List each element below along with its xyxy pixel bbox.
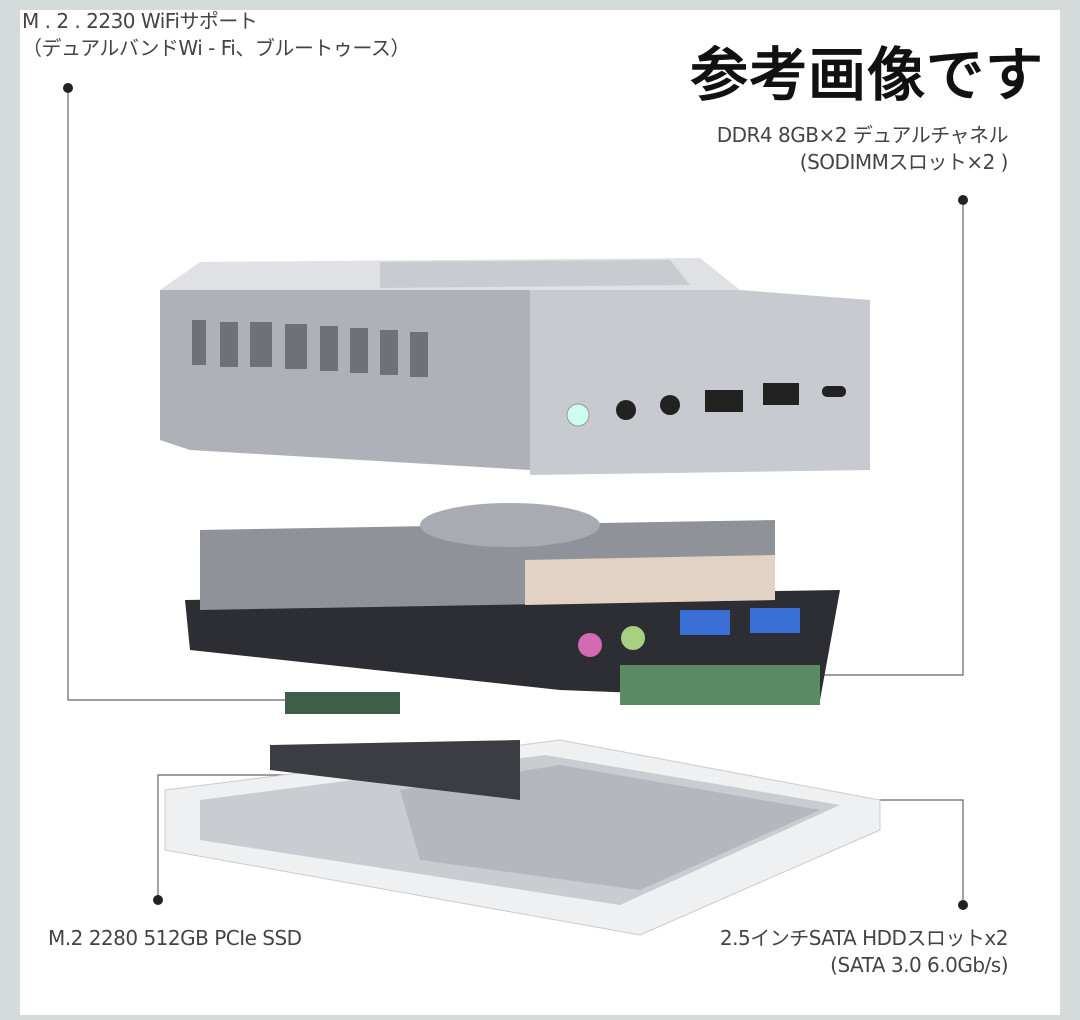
- mic-jack: [616, 400, 636, 420]
- ram-callout-label: DDR4 8GB×2 デュアルチャネル (SODIMMスロット×2 ): [716, 122, 1009, 176]
- hdd-label-line1: 2.5インチSATA HDDスロットx2: [719, 926, 1009, 950]
- wifi-callout-label: M . 2 . 2230 WiFiサポート （デュアルバンドWi - Fi、ブル…: [22, 8, 410, 62]
- hdd-callout-label: 2.5インチSATA HDDスロットx2 (SATA 3.0 6.0Gb/s): [719, 925, 1009, 979]
- usb-c-port: [822, 386, 846, 397]
- ssd-callout-line: [157, 774, 300, 900]
- hdd-label-line2: (SATA 3.0 6.0Gb/s): [830, 953, 1008, 977]
- usb-a-port: [763, 383, 799, 405]
- headphone-jack: [660, 395, 680, 415]
- vent-grid: [380, 260, 690, 288]
- ram-callout-dot: [958, 195, 968, 205]
- hdd-callout-dot: [958, 900, 968, 910]
- wifi-card: [285, 692, 400, 714]
- chassis: [160, 258, 870, 475]
- wifi-label-line2: （デュアルバンドWi - Fi、ブルートゥース）: [22, 36, 410, 60]
- ram-module: [620, 665, 820, 705]
- audio-jack-green: [621, 626, 645, 650]
- audio-jack-pink: [578, 633, 602, 657]
- usb-port: [750, 608, 800, 633]
- ssd-label-line1: M.2 2280 512GB PCIe SSD: [48, 926, 302, 950]
- motherboard: [185, 503, 840, 714]
- wifi-callout-line: [67, 88, 290, 701]
- reference-image-stamp: 参考画像です: [689, 41, 1044, 109]
- usb-port: [680, 610, 730, 635]
- ram-label-line1: DDR4 8GB×2 デュアルチャネル: [716, 123, 1009, 147]
- ssd-callout-label: M.2 2280 512GB PCIe SSD: [48, 925, 302, 952]
- ssd-callout-dot: [153, 895, 163, 905]
- chassis-side: [160, 290, 530, 470]
- usb-a-port: [705, 390, 743, 412]
- ram-label-line2: (SODIMMスロット×2 ): [799, 150, 1009, 174]
- callout-lines: [67, 88, 964, 905]
- ram-callout-line: [820, 200, 964, 676]
- m2-ssd: [270, 740, 520, 800]
- wifi-label-line1: M . 2 . 2230 WiFiサポート: [22, 9, 258, 33]
- bottom-tray: [164, 739, 881, 936]
- fan: [420, 503, 600, 547]
- chassis-front: [530, 290, 870, 475]
- power-button: [566, 403, 590, 427]
- wifi-callout-dot: [63, 83, 73, 93]
